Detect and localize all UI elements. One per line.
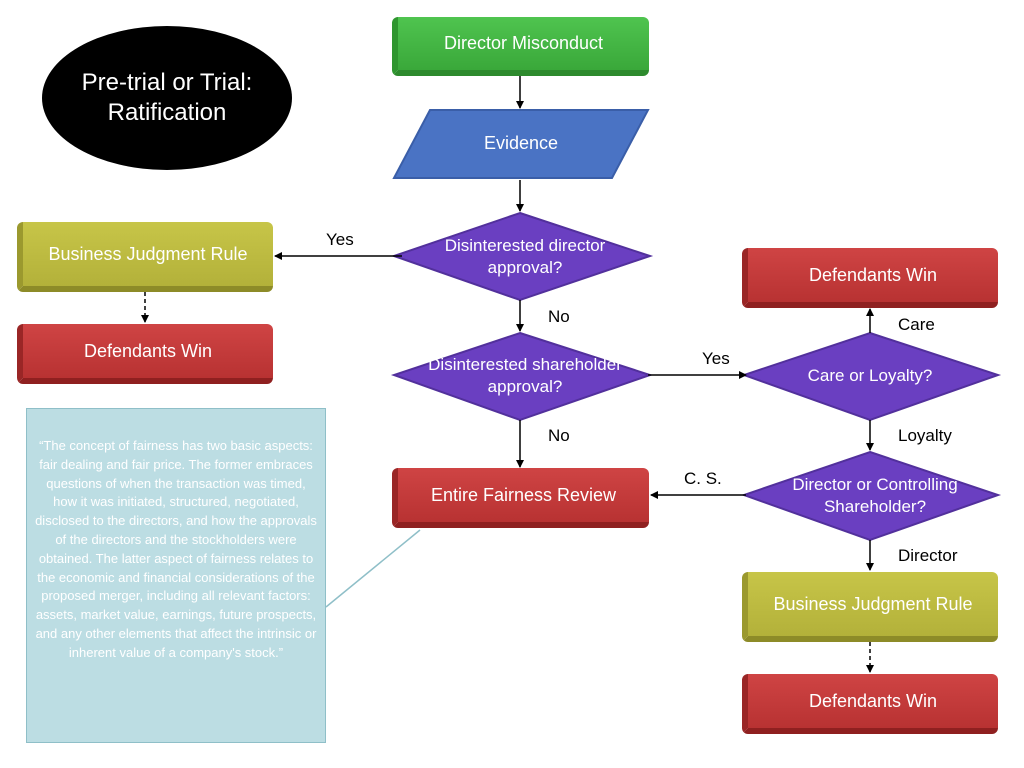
fairness-quote-callout: “The concept of fairness has two basic a… (26, 408, 326, 743)
node-director-misconduct: Director Misconduct (392, 17, 649, 76)
node-care-loyalty-label: Care or Loyalty? (807, 366, 933, 385)
node-director-cs-label: Director or Controlling Shareholder? (792, 475, 958, 516)
node-bjr-right: Business Judgment Rule (742, 572, 998, 642)
edge-label-no-2: No (548, 426, 570, 445)
title-oval: Pre-trial or Trial: Ratification (42, 26, 292, 170)
node-defendants-win-bottom-right: Defendants Win (742, 674, 998, 734)
node-disinterested-director-label: Disinterested director approval? (444, 236, 606, 277)
edge-label-no-1: No (548, 307, 570, 326)
node-defendants-win-left: Defendants Win (17, 324, 273, 384)
edge-label-cs: C. S. (684, 469, 722, 488)
evidence-shape (392, 109, 650, 179)
node-disinterested-shareholder-label: Disinterested shareholder approval? (428, 355, 622, 396)
edge-label-director: Director (898, 546, 958, 565)
node-entire-fairness: Entire Fairness Review (392, 468, 649, 528)
callout-pointer (325, 529, 421, 608)
node-defendants-win-top-right: Defendants Win (742, 248, 998, 308)
edge-label-loyalty: Loyalty (898, 426, 952, 445)
edge-label-care: Care (898, 315, 935, 334)
node-bjr-left: Business Judgment Rule (17, 222, 273, 292)
edge-label-yes-left: Yes (326, 230, 354, 249)
edge-label-yes-right: Yes (702, 349, 730, 368)
node-evidence-label: Evidence (483, 133, 559, 153)
